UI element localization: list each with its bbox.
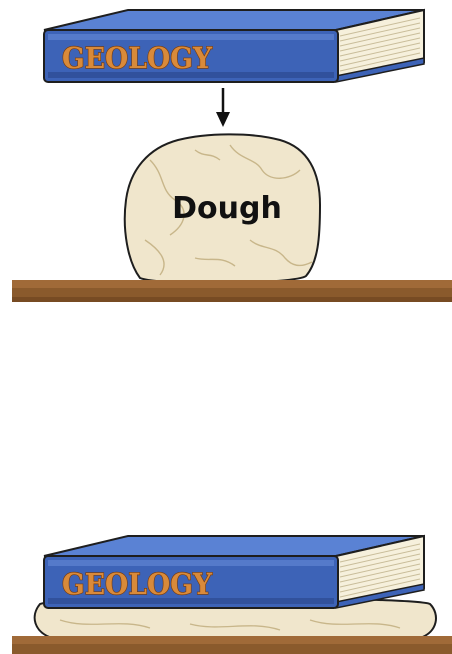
book-top: GEOLOGY bbox=[44, 10, 424, 82]
dough-label: Dough bbox=[172, 191, 282, 226]
book-bottom-title: GEOLOGY bbox=[62, 567, 212, 601]
book-bottom: GEOLOGY bbox=[44, 536, 424, 608]
down-arrow-icon bbox=[216, 88, 230, 127]
dough-ball: Dough bbox=[125, 134, 320, 283]
top-scene: GEOLOGY Dough bbox=[12, 10, 452, 302]
bottom-scene: GEOLOGY bbox=[12, 536, 452, 654]
book-top-spine-highlight bbox=[48, 34, 334, 40]
book-bottom-spine-highlight bbox=[48, 560, 334, 566]
book-top-title: GEOLOGY bbox=[62, 41, 212, 75]
shelf-bottom bbox=[12, 636, 452, 654]
shelf-top bbox=[12, 280, 452, 302]
